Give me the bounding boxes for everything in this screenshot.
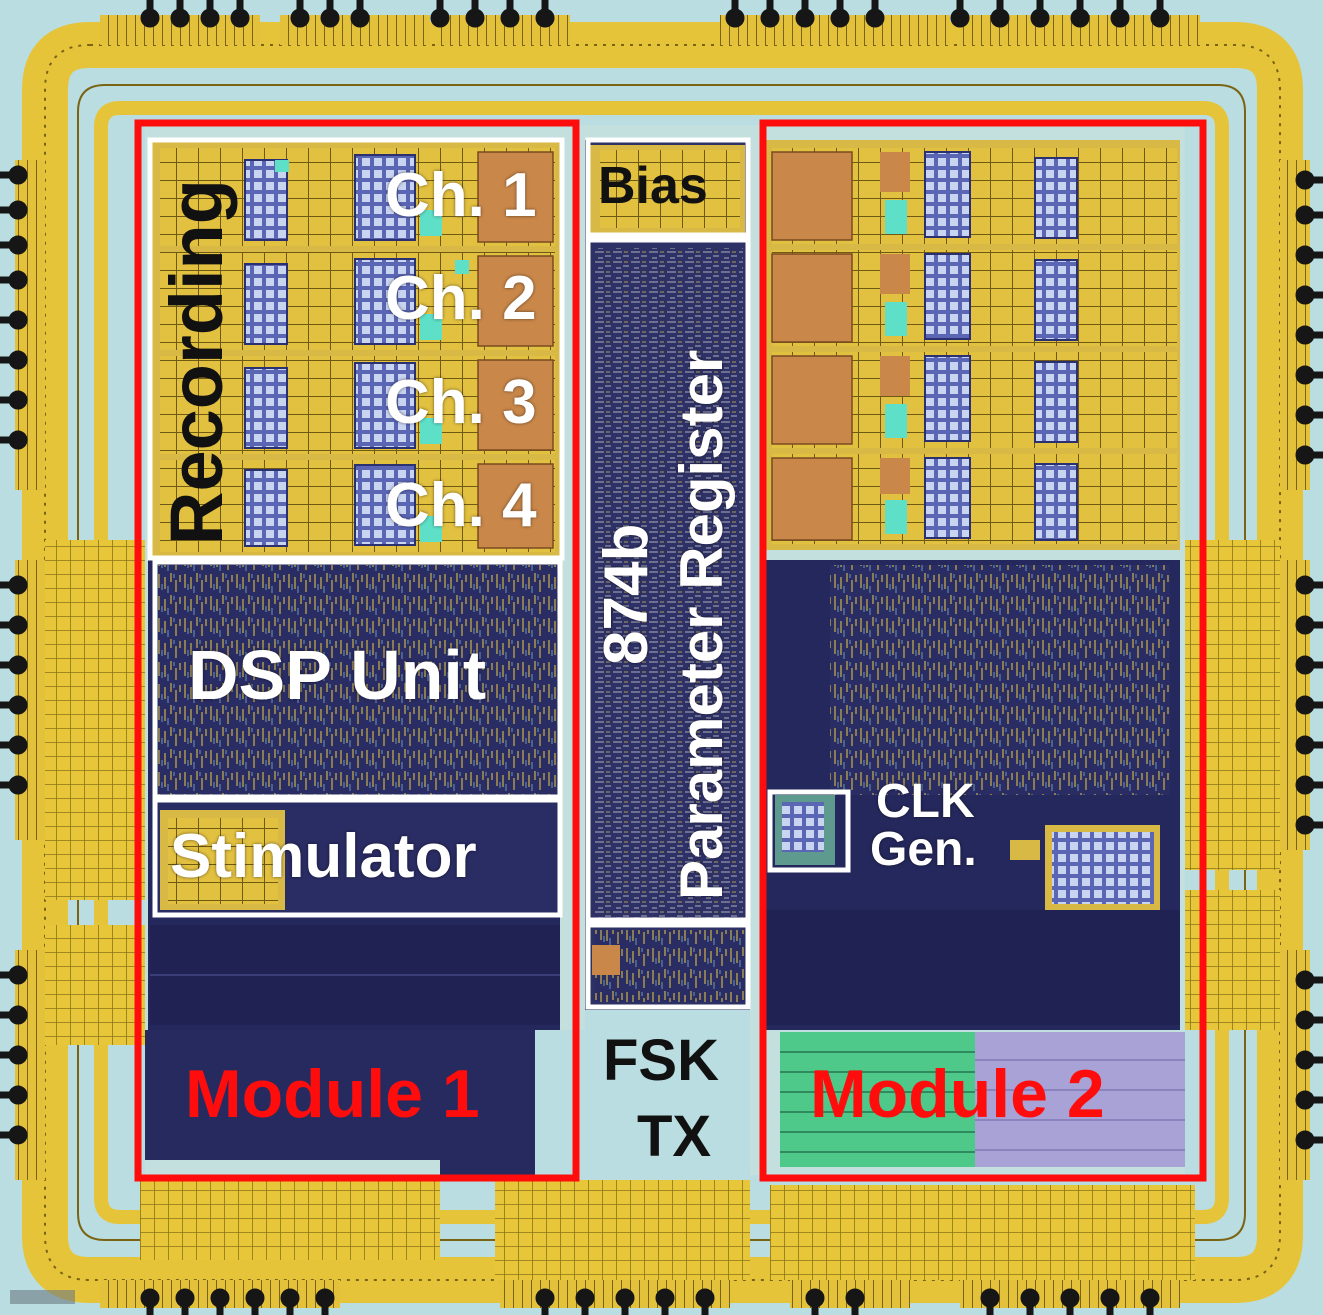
channel-2-label: Ch. 2 — [385, 264, 537, 333]
parameter-register-label: Parameter Register — [668, 349, 735, 900]
channel-3-label: Ch. 3 — [385, 368, 537, 437]
recording-channels-right — [765, 140, 1180, 550]
dsp-unit-label: DSP Unit — [188, 636, 487, 714]
stimulator-label: Stimulator — [170, 822, 477, 891]
bias-label: Bias — [598, 157, 708, 215]
tx-label: TX — [637, 1104, 712, 1169]
recording-channels-left — [150, 140, 560, 560]
clk-gen-label-line1: CLK — [876, 775, 975, 828]
channel-4-label: Ch. 4 — [385, 471, 537, 540]
channel-1-label: Ch. 1 — [385, 161, 537, 230]
clk-gen-label-line2: Gen. — [870, 823, 977, 876]
module-2-label: Module 2 — [810, 1056, 1105, 1132]
module-1-label: Module 1 — [185, 1056, 480, 1132]
recording-label: Recording — [155, 179, 238, 545]
register-size-label: 874b — [592, 523, 661, 665]
fsk-label: FSK — [603, 1028, 719, 1093]
